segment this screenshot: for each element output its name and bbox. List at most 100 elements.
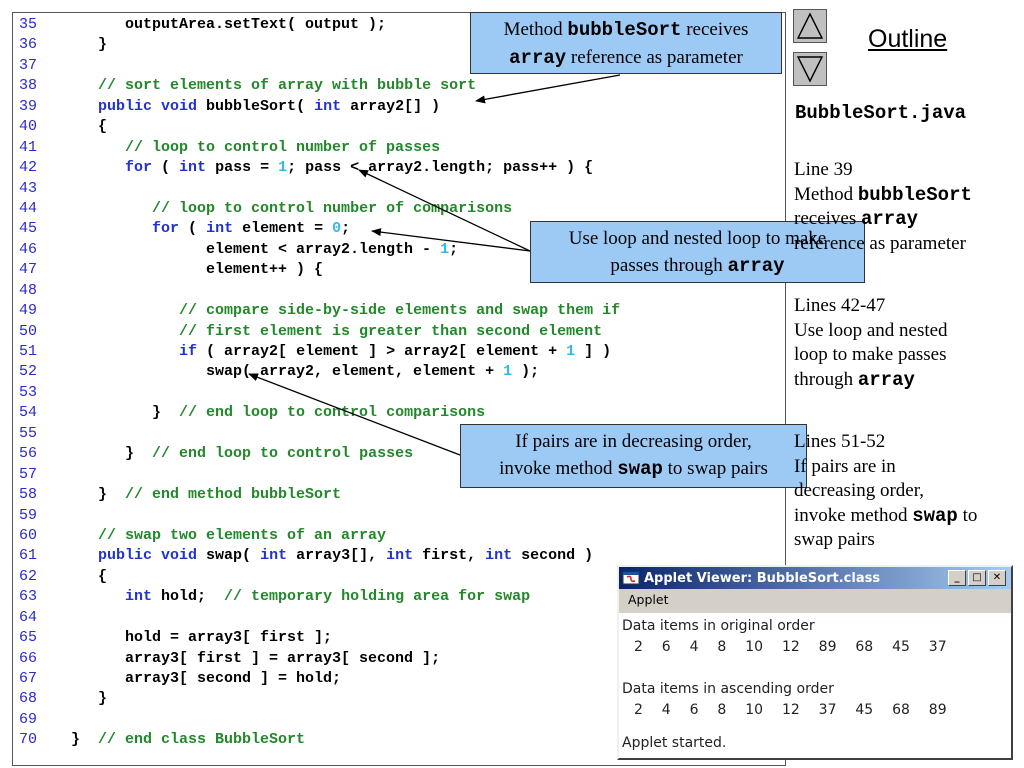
code-text: } // end loop to control comparisons [44,403,485,423]
code-text: public void swap( int array3[], int firs… [44,546,593,566]
comment-token: // loop to control number of comparisons [152,199,513,217]
code-token: ; [449,240,459,258]
code-text: hold = array3[ first ]; [44,628,332,648]
code-line: 52 swap( array2, element, element + 1 ); [13,362,620,382]
status-text: Applet started. [622,735,727,751]
note-text: reference as parameter [794,232,966,254]
menu-applet[interactable]: Applet [628,592,669,607]
code-line: 50 // first element is greater than seco… [13,322,620,342]
note-text: decreasing order, [794,480,925,502]
note-code: bubbleSort [857,183,972,206]
line-number: 50 [19,322,38,340]
code-token: { [44,567,108,585]
line-number: 59 [19,506,38,524]
code-line: 57 [13,465,620,485]
code-line: 51 if ( array2[ element ] > array2[ elem… [13,342,620,362]
code-token: ; [341,220,351,238]
note-text: If pairs are in [794,455,896,477]
line-number: 64 [19,608,38,626]
keyword-token: int [386,547,414,565]
code-token: swap( [197,547,261,565]
close-button[interactable]: ✕ [988,570,1006,586]
code-line: 69 [13,710,620,730]
code-token: hold; [152,588,225,606]
keyword-token: for [152,220,180,238]
line-number: 66 [19,649,38,667]
note-code: array [860,208,918,231]
outline-title[interactable]: Outline [868,25,948,53]
code-token [44,220,152,237]
code-token: element < array2.length - [44,240,441,258]
code-text: int hold; // temporary holding area for … [44,587,530,607]
code-line: 62 { [13,567,620,587]
literal-token: 0 [332,220,342,238]
code-token: array3[], [287,547,387,565]
note-line: invoke method swap to [794,504,1020,529]
literal-token: 1 [503,363,513,381]
code-line: 66 array3[ first ] = array3[ second ]; [13,649,620,669]
ascending-order-values: 2 4 6 8 10 12 37 45 68 89 [634,702,947,718]
java-applet-icon [622,571,640,585]
previous-slide-button[interactable] [793,9,827,43]
window-titlebar[interactable]: Applet Viewer: BubbleSort.class _ □ ✕ [619,567,1011,589]
next-slide-button[interactable] [793,52,827,86]
code-text: // swap two elements of an array [44,526,386,546]
code-token: element++ ) { [44,261,324,279]
code-token: second ) [512,547,594,565]
line-number: 52 [19,363,38,381]
maximize-button[interactable]: □ [968,570,986,586]
minimize-button[interactable]: _ [948,570,966,586]
code-line: 43 [13,179,620,199]
note-line: receives array [794,207,1020,232]
line-number: 36 [19,36,38,54]
line-number: 70 [19,731,38,749]
line-number: 42 [19,159,38,177]
note-code: swap [912,504,958,527]
code-text: element < array2.length - 1; [44,240,458,260]
code-line: 70 } // end class BubbleSort [13,730,620,750]
line-number: 38 [19,77,38,95]
line-number: 46 [19,240,38,258]
callout-code: array [509,47,567,69]
note-heading: Line 39 [794,159,853,180]
comment-token: // end loop to control comparisons [179,404,486,422]
literal-token: 1 [278,159,288,177]
callout-nested-loops: Use loop and nested loop to make passes … [530,221,865,283]
code-text: // loop to control number of comparisons [44,199,512,219]
line-number: 60 [19,526,38,544]
note-text: receives [794,208,861,230]
line-number: 57 [19,465,38,483]
line-number: 68 [19,690,38,708]
code-token: array3[ second ] = hold; [44,670,342,687]
code-text: if ( array2[ element ] > array2[ element… [44,342,611,362]
line-number: 43 [19,179,38,197]
callout-code: array [727,255,785,277]
note-text: Use loop and nested [794,319,948,341]
code-token [44,159,125,176]
code-text: // compare side-by-side elements and swa… [44,301,620,321]
original-order-heading: Data items in original order [622,618,815,634]
code-token: ); [512,363,540,381]
line-number: 44 [19,199,38,217]
line-number: 45 [19,220,38,238]
code-token: { [44,118,108,136]
note-code: array [857,368,915,391]
comment-token: // compare side-by-side elements and swa… [179,302,621,320]
code-text: } // end class BubbleSort [44,730,305,750]
keyword-token: int [206,220,234,238]
code-token [44,588,125,605]
line-number: 56 [19,445,38,463]
note-line: loop to make passes [794,343,1020,368]
comment-token: // sort elements of array with bubble so… [98,77,477,95]
code-text: // sort elements of array with bubble so… [44,76,476,96]
note-line: Use loop and nested [794,319,1020,344]
callout-text: to swap pairs [662,458,768,479]
comment-token: // end method bubbleSort [125,486,342,504]
line-number: 53 [19,383,38,401]
line-number: 47 [19,261,38,279]
line-number: 62 [19,567,38,585]
